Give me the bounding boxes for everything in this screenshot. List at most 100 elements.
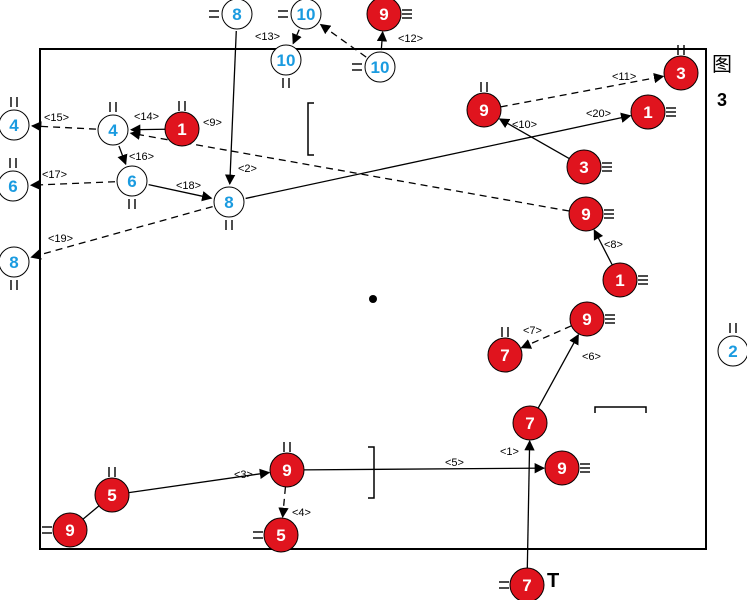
bracket-mark-bottom xyxy=(368,446,375,499)
arrow-label: <5> xyxy=(445,457,464,469)
player-number: 7 xyxy=(500,346,509,365)
player-number: 10 xyxy=(297,5,316,24)
player-number: 9 xyxy=(282,461,291,480)
arrow-label: <17> xyxy=(42,169,67,181)
bracket-mark-top xyxy=(307,102,314,156)
movement-arrow xyxy=(245,112,632,200)
arrow-label: <20> xyxy=(586,108,611,120)
movement-arrow xyxy=(303,462,546,474)
red-player-marker: 5 xyxy=(94,467,130,513)
arrow-label: <12> xyxy=(398,33,423,45)
red-player-marker: 7 xyxy=(487,327,523,373)
red-player-marker: 9 xyxy=(544,450,590,486)
blue-player-marker: 4 xyxy=(0,97,30,141)
blue-player-marker: 6 xyxy=(0,158,29,202)
player-number: 9 xyxy=(557,459,566,478)
player-number: 7 xyxy=(522,576,531,595)
red-player-marker: 7 xyxy=(512,405,548,441)
movement-arrow xyxy=(500,72,665,108)
player-number: 6 xyxy=(127,172,136,191)
pitch-boundary xyxy=(39,48,707,550)
player-number: 6 xyxy=(8,177,17,196)
figure-label-char: 图 xyxy=(712,52,732,76)
arrow-label: <19> xyxy=(48,233,73,245)
arrows-layer xyxy=(29,23,665,569)
red-player-marker: 9 xyxy=(466,82,502,128)
red-player-marker: 3 xyxy=(663,45,699,91)
red-player-marker: 3 xyxy=(566,149,612,185)
red-player-marker: 5 xyxy=(253,517,299,553)
movement-arrow xyxy=(292,29,302,45)
movement-arrow xyxy=(524,439,535,569)
player-number: 5 xyxy=(276,526,285,545)
arrow-label: <3> xyxy=(234,469,253,481)
tee-mark: T xyxy=(547,570,559,592)
arrow-label: <15> xyxy=(44,112,69,124)
player-number: 9 xyxy=(581,205,590,224)
red-player-marker: 9 xyxy=(569,301,615,337)
player-number: 5 xyxy=(107,486,116,505)
red-player-marker: 9 xyxy=(366,0,412,32)
arrow-label: <13> xyxy=(255,31,280,43)
blue-player-marker: 2 xyxy=(717,323,747,367)
movement-arrow xyxy=(29,179,116,191)
arrow-label: <8> xyxy=(604,239,623,251)
arrow-label: <16> xyxy=(129,151,154,163)
center-spot xyxy=(369,295,377,303)
player-number: 8 xyxy=(232,5,241,24)
red-player-marker: 1 xyxy=(602,262,648,298)
player-number: 9 xyxy=(479,101,488,120)
movement-arrow xyxy=(224,30,237,186)
player-number: 9 xyxy=(65,521,74,540)
player-number: 3 xyxy=(579,158,588,177)
red-player-marker: 1 xyxy=(630,94,676,130)
player-number: 3 xyxy=(676,64,685,83)
movement-arrow xyxy=(593,229,613,266)
blue-player-marker: 8 xyxy=(213,186,245,230)
player-number: 1 xyxy=(177,120,186,139)
arrow-label: <7> xyxy=(523,325,542,337)
blue-player-marker: 10 xyxy=(270,44,302,88)
player-number: 10 xyxy=(371,58,390,77)
movement-arrow xyxy=(376,30,388,51)
player-number: 1 xyxy=(643,103,652,122)
player-number: 9 xyxy=(582,310,591,329)
arrow-label: <4> xyxy=(292,507,311,519)
arrow-labels-layer: <1><9><2><3><4><5><6><7><8><10><11><12><… xyxy=(42,31,636,519)
arrow-label: <11> xyxy=(612,71,636,83)
red-player-marker: 1 xyxy=(164,101,200,147)
red-player-marker: 7 xyxy=(499,567,545,600)
player-number: 9 xyxy=(379,5,388,24)
movement-arrow xyxy=(117,145,128,166)
arrow-label: <2> xyxy=(238,163,257,175)
movement-arrow xyxy=(148,183,213,202)
blue-player-marker: 8 xyxy=(0,246,30,290)
player-number: 8 xyxy=(9,253,18,272)
movement-arrow xyxy=(520,325,572,349)
player-number: 4 xyxy=(108,121,118,140)
movement-arrow xyxy=(30,205,213,260)
arrow-label: <18> xyxy=(176,180,201,192)
movement-arrow xyxy=(129,129,570,212)
movement-arrow xyxy=(498,118,570,160)
blue-player-marker: 10 xyxy=(352,51,396,83)
movement-arrow xyxy=(319,23,367,58)
player-number: 2 xyxy=(728,342,737,361)
arrow-label: <1> xyxy=(500,446,519,458)
red-player-marker: 9 xyxy=(269,442,305,488)
red-player-marker: 9 xyxy=(568,196,614,232)
blue-player-marker: 10 xyxy=(278,0,322,30)
blue-player-marker: 8 xyxy=(209,0,253,30)
player-number: 10 xyxy=(277,51,296,70)
blue-player-marker: 4 xyxy=(97,102,129,146)
blue-player-marker: 6 xyxy=(116,165,148,209)
player-number: 4 xyxy=(9,116,19,135)
arrow-label: <6> xyxy=(582,351,601,363)
figure-label-number: 3 xyxy=(717,90,727,110)
bracket-mark-right xyxy=(594,406,647,413)
movement-arrow xyxy=(128,468,271,494)
red-player-marker: 9 xyxy=(42,512,88,548)
arrow-label: <9> xyxy=(203,117,222,129)
